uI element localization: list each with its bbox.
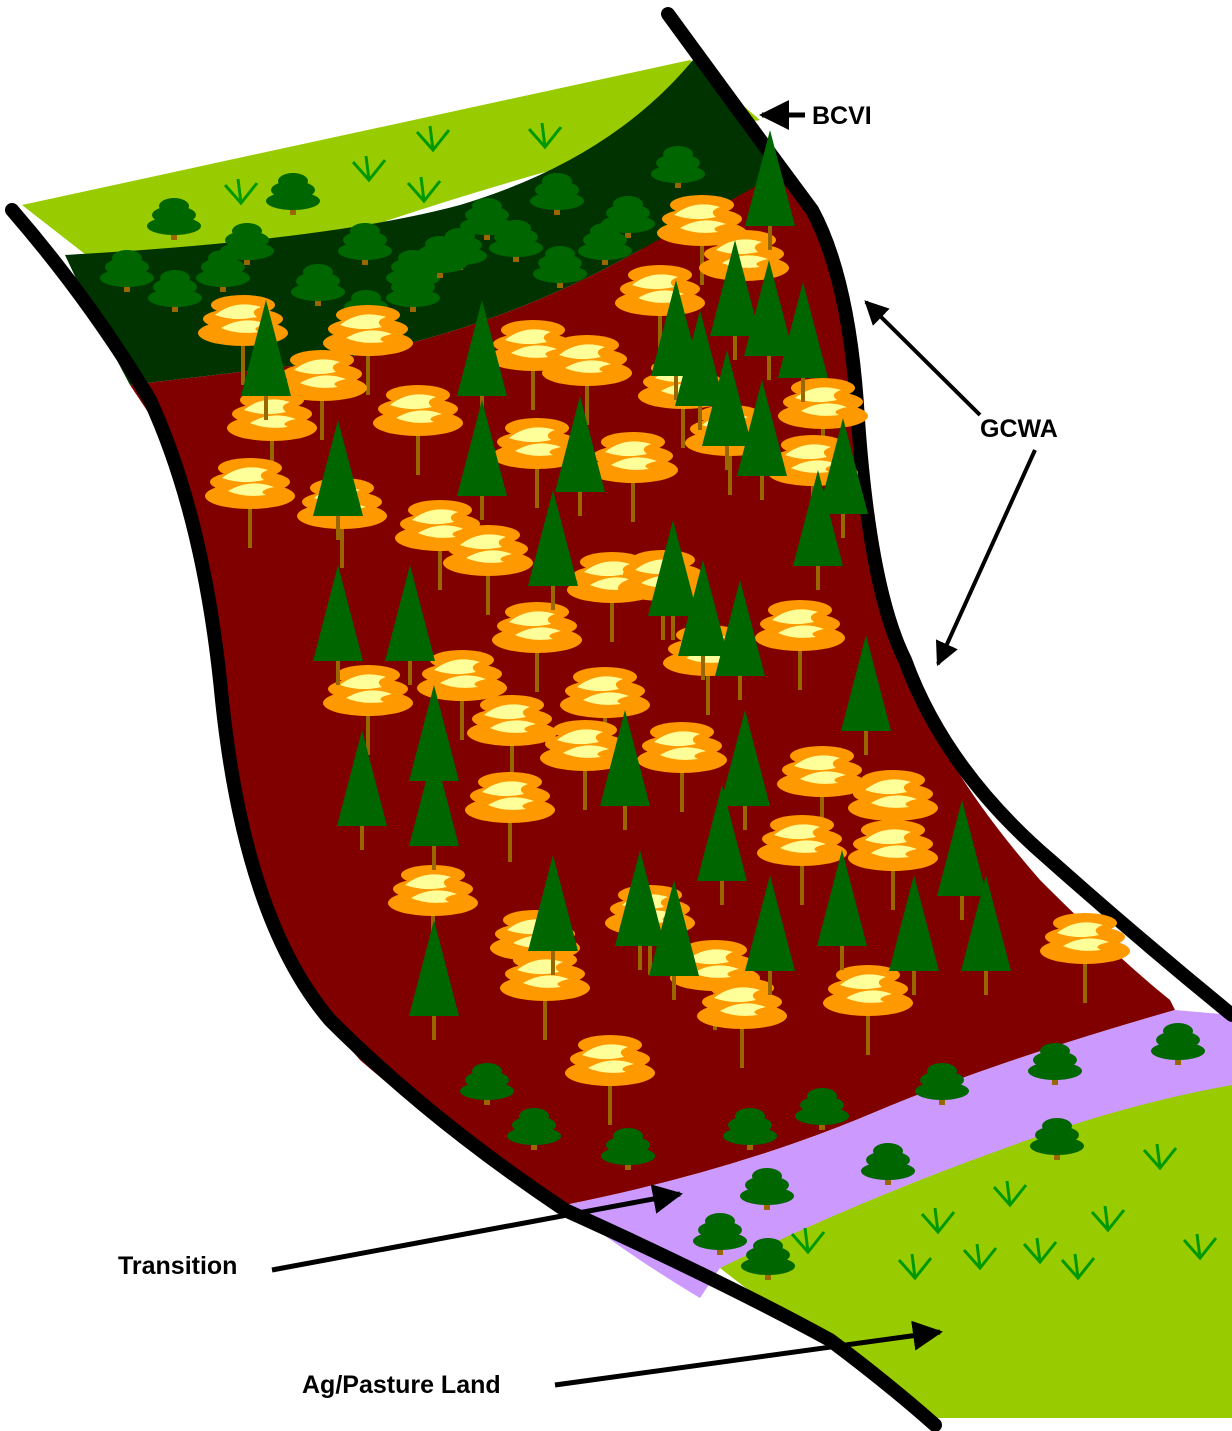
bcvi-label: BCVI (812, 102, 872, 130)
gcwa-arrow-lower (938, 450, 1035, 664)
transition-label: Transition (118, 1252, 237, 1280)
gcwa-arrow-upper (866, 302, 980, 415)
gcwa-label: GCWA (980, 415, 1058, 443)
ag-pasture-label: Ag/Pasture Land (302, 1371, 501, 1399)
